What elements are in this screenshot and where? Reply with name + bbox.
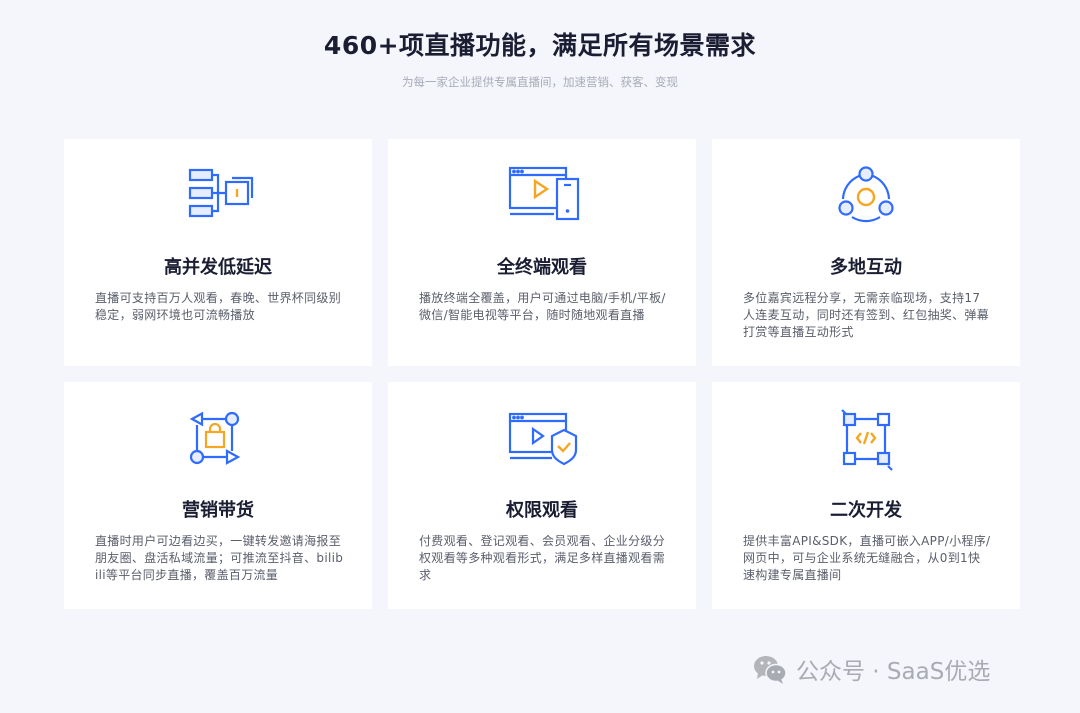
feature-description: 多位嘉宾远程分享，无需亲临现场，支持17人连麦互动，同时还有签到、红包抽奖、弹幕…	[743, 291, 990, 339]
interaction-circles-icon	[826, 165, 906, 229]
feature-description: 直播时用户可边看边买，一键转发邀请海报至朋友圈、盘活私域流量；可推流至抖音、bi…	[95, 534, 344, 582]
network-tree-icon	[178, 165, 258, 229]
feature-title: 高并发低延迟	[164, 257, 272, 278]
feature-card-all-terminals: 全终端观看 播放终端全覆盖，用户可通过电脑/手机/平板/微信/智能电视等平台，随…	[388, 139, 696, 366]
feature-description: 直播可支持百万人观看，春晚、世界杯同级别稳定，弱网环境也可流畅播放	[95, 291, 342, 322]
feature-title: 全终端观看	[497, 257, 587, 278]
feature-title: 多地互动	[830, 257, 902, 278]
shopping-bag-icon	[178, 408, 258, 472]
feature-description: 提供丰富API&SDK，直播可嵌入APP/小程序/网页中，可与企业系统无缝融合，…	[743, 534, 991, 582]
feature-card-secondary-development: 二次开发 提供丰富API&SDK，直播可嵌入APP/小程序/网页中，可与企业系统…	[712, 382, 1020, 609]
feature-title: 营销带货	[182, 500, 254, 521]
feature-title: 二次开发	[830, 500, 902, 521]
feature-description: 播放终端全覆盖，用户可通过电脑/手机/平板/微信/智能电视等平台，随时随地观看直…	[419, 291, 666, 322]
multi-device-icon	[502, 165, 582, 229]
feature-card-high-concurrency: 高并发低延迟 直播可支持百万人观看，春晚、世界杯同级别稳定，弱网环境也可流畅播放	[64, 139, 372, 366]
watermark-text: 公众号 · SaaS优选	[796, 659, 991, 685]
feature-description: 付费观看、登记观看、会员观看、企业分级分权观看等多种观看形式，满足多样直播观看需…	[419, 534, 666, 582]
feature-card-multi-location-interaction: 多地互动 多位嘉宾远程分享，无需亲临现场，支持17人连麦互动，同时还有签到、红包…	[712, 139, 1020, 366]
feature-card-marketing-sales: 营销带货 直播时用户可边看边买，一键转发邀请海报至朋友圈、盘活私域流量；可推流至…	[64, 382, 372, 609]
feature-card-permission-viewing: 权限观看 付费观看、登记观看、会员观看、企业分级分权观看等多种观看形式，满足多样…	[388, 382, 696, 609]
code-frame-icon	[826, 408, 906, 472]
watermark: 公众号 · SaaS优选	[752, 652, 990, 686]
wechat-icon	[752, 653, 788, 685]
page-title: 460+项直播功能，满足所有场景需求	[323, 31, 757, 60]
page-subtitle: 为每一家企业提供专属直播间，加速营销、获客、变现	[402, 75, 678, 89]
shield-check-video-icon	[502, 408, 582, 472]
feature-title: 权限观看	[506, 500, 578, 521]
